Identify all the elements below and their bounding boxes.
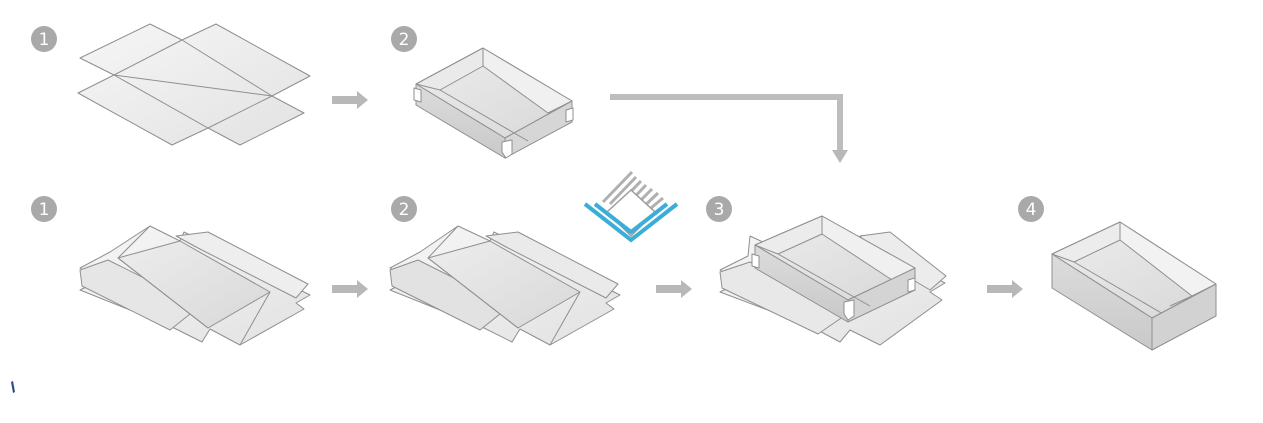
elbow-arrow-icon <box>610 94 848 163</box>
step-badge-row2-3: 3 <box>706 196 732 222</box>
arrow-right-icon <box>332 91 368 109</box>
tray-flaps-folded <box>389 225 621 346</box>
step-number: 2 <box>399 200 410 220</box>
step-number: 1 <box>39 200 50 220</box>
flat-tray-blank <box>79 225 311 346</box>
flat-lid-blank <box>77 23 311 146</box>
step-badge-row2-2: 2 <box>391 196 417 222</box>
step-number: 3 <box>714 200 725 220</box>
step-number: 4 <box>1026 200 1037 220</box>
step-badge-row1-1: 1 <box>31 26 57 52</box>
step-number: 2 <box>399 30 410 50</box>
arrow-right-icon <box>987 280 1023 298</box>
step-badge-row2-4: 4 <box>1018 196 1044 222</box>
assembled-lid <box>413 47 574 159</box>
arrow-right-icon <box>656 280 692 298</box>
step-badge-row1-2: 2 <box>391 26 417 52</box>
finished-box <box>1051 221 1217 351</box>
brand-logo-icon <box>583 170 679 243</box>
step-number: 1 <box>39 30 50 50</box>
step-badge-row2-1: 1 <box>31 196 57 222</box>
arrow-right-icon <box>332 280 368 298</box>
corner-mark <box>11 381 15 393</box>
lid-on-tray-blank <box>719 215 947 346</box>
